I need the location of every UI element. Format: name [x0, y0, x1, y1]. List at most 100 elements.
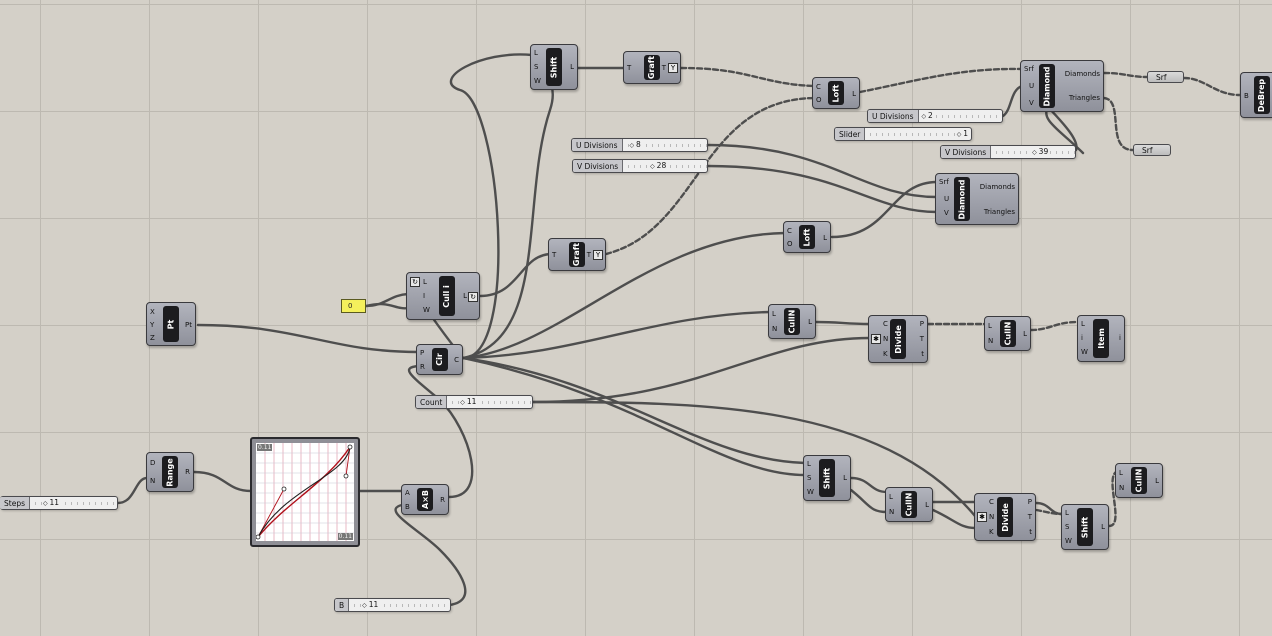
diamond-mid-input-u[interactable]: U: [944, 195, 950, 203]
cull-nth-component-1[interactable]: CullN L N L: [768, 304, 816, 339]
shift-right-input-s[interactable]: S: [1065, 523, 1070, 531]
slider-value[interactable]: 28: [649, 161, 668, 170]
divide-2-output-t-param[interactable]: t: [1029, 528, 1032, 536]
slider-value[interactable]: 8: [628, 140, 642, 149]
pt-output-pt[interactable]: Pt: [185, 321, 192, 329]
divide-2-input-n[interactable]: N: [989, 513, 995, 521]
cull-nth-2-output-l[interactable]: L: [1023, 330, 1027, 338]
count-slider[interactable]: Count 11: [415, 395, 533, 409]
pt-component[interactable]: Pt X Y Z Pt: [146, 302, 196, 346]
slider-value[interactable]: 39: [1031, 147, 1050, 156]
cull-index-input-l[interactable]: L: [423, 278, 427, 286]
cull-nth-1-output-l[interactable]: L: [808, 318, 812, 326]
cull-nth-2-input-l[interactable]: L: [988, 322, 992, 330]
divide-2-output-t[interactable]: T: [1027, 513, 1032, 521]
divide-1-output-t[interactable]: T: [919, 335, 924, 343]
slider-track[interactable]: 11: [349, 599, 450, 611]
item-output-i[interactable]: i: [1119, 334, 1121, 342]
pt-input-y[interactable]: Y: [150, 321, 155, 329]
range-input-n[interactable]: N: [150, 477, 156, 485]
shift-top-input-w[interactable]: W: [534, 77, 541, 85]
circle-input-r[interactable]: R: [420, 363, 425, 371]
surface-param-2[interactable]: Srf: [1133, 144, 1171, 156]
diamond-mid-output-triangles[interactable]: Triangles: [983, 208, 1015, 216]
graft-mid-input-t[interactable]: T: [552, 251, 557, 259]
diamond-top-input-u[interactable]: U: [1029, 82, 1035, 90]
loft-top-output-l[interactable]: L: [852, 90, 856, 98]
slider-value[interactable]: 11: [41, 498, 61, 507]
list-item-component[interactable]: Item L i W i: [1077, 315, 1125, 362]
cull-index-component[interactable]: Cull i L I W L ↻ ↻: [406, 272, 480, 320]
graft-mid-output-t[interactable]: T: [586, 251, 591, 259]
number-panel[interactable]: 0: [341, 299, 366, 313]
cull-index-input-i[interactable]: I: [423, 292, 426, 300]
circle-component[interactable]: Cir P R C: [416, 344, 463, 375]
diamond-top-output-triangles[interactable]: Triangles: [1068, 94, 1100, 102]
slider-track[interactable]: 11: [29, 497, 117, 509]
cull-nth-3-input-n[interactable]: N: [889, 508, 895, 516]
graft-component-mid[interactable]: Graft T T Y: [548, 238, 606, 271]
debrep-input-b[interactable]: B: [1244, 92, 1249, 100]
cull-nth-2-input-n[interactable]: N: [988, 337, 994, 345]
diamond-mid-input-v[interactable]: V: [944, 209, 949, 217]
v-divisions-slider-mid[interactable]: V Divisions 28: [572, 159, 708, 173]
cull-nth-component-3[interactable]: CullN L N L: [885, 487, 933, 522]
range-output-r[interactable]: R: [185, 468, 190, 476]
graph-mapper-canvas[interactable]: [256, 443, 354, 541]
surface-param-1[interactable]: Srf: [1147, 71, 1184, 83]
loft-top-input-o[interactable]: O: [816, 96, 822, 104]
loft-top-input-c[interactable]: C: [816, 83, 821, 91]
pt-input-x[interactable]: X: [150, 308, 155, 316]
divide-2-output-p[interactable]: P: [1027, 498, 1032, 506]
slider-track[interactable]: 11: [447, 396, 532, 408]
divide-2-input-k[interactable]: K: [989, 528, 994, 536]
cull-nth-1-input-l[interactable]: L: [772, 310, 776, 318]
graft-top-input-t[interactable]: T: [627, 64, 632, 72]
cull-nth-4-input-l[interactable]: L: [1119, 469, 1123, 477]
slider-track[interactable]: 2: [918, 110, 1002, 122]
diamond-top-input-v[interactable]: V: [1029, 99, 1034, 107]
deconstruct-brep-component[interactable]: DeBrep B: [1240, 72, 1272, 118]
slider-value[interactable]: 11: [459, 397, 478, 406]
slider-track[interactable]: 28: [623, 160, 707, 172]
multiplication-input-b[interactable]: B: [405, 503, 410, 511]
slider-value[interactable]: 1: [955, 129, 969, 138]
shift-list-component-bottom[interactable]: Shift L S W L: [803, 455, 851, 501]
loft-mid-output-l[interactable]: L: [823, 234, 827, 242]
diamond-top-output-diamonds[interactable]: Diamonds: [1064, 70, 1100, 78]
slider-track[interactable]: 8: [622, 139, 707, 151]
shift-list-component-top[interactable]: Shift L S W L: [530, 44, 578, 90]
divide-1-output-t-param[interactable]: t: [921, 350, 924, 358]
graph-mapper[interactable]: 0.11 0.11: [250, 437, 360, 547]
shift-right-output-l[interactable]: L: [1101, 523, 1105, 531]
loft-mid-input-c[interactable]: C: [787, 227, 792, 235]
divide-curve-component-2[interactable]: Divide C N K P T t ✱: [974, 493, 1036, 541]
loft-mid-input-o[interactable]: O: [787, 240, 793, 248]
shift-top-input-s[interactable]: S: [534, 63, 539, 71]
item-input-w[interactable]: W: [1081, 348, 1088, 356]
range-component[interactable]: Range D N R: [146, 452, 194, 492]
slider-1[interactable]: Slider 1: [834, 127, 972, 141]
slider-track[interactable]: 39: [991, 146, 1075, 158]
loft-component-top[interactable]: Loft C O L: [812, 77, 860, 109]
cull-nth-1-input-n[interactable]: N: [772, 325, 778, 333]
multiplication-input-a[interactable]: A: [405, 489, 410, 497]
multiplication-output-r[interactable]: R: [440, 496, 445, 504]
circle-output-c[interactable]: C: [454, 356, 459, 364]
divide-1-input-n[interactable]: N: [883, 335, 889, 343]
v-divisions-slider-top[interactable]: V Divisions 39: [940, 145, 1076, 159]
steps-slider[interactable]: Steps 11: [0, 496, 118, 510]
diamond-mid-output-diamonds[interactable]: Diamonds: [979, 183, 1015, 191]
divide-1-input-k[interactable]: K: [883, 350, 888, 358]
shift-top-output-l[interactable]: L: [570, 63, 574, 71]
u-divisions-slider-top[interactable]: U Divisions 2: [867, 109, 1003, 123]
divide-1-input-c[interactable]: C: [883, 320, 888, 328]
shift-bottom-input-w[interactable]: W: [807, 488, 814, 496]
u-divisions-slider-mid[interactable]: U Divisions 8: [571, 138, 708, 152]
pt-input-z[interactable]: Z: [150, 334, 155, 342]
diamond-panels-component-top[interactable]: Diamond Srf U V Diamonds Triangles: [1020, 60, 1104, 112]
b-slider[interactable]: B 11: [334, 598, 451, 612]
graft-top-output-t[interactable]: T: [661, 64, 666, 72]
cull-nth-3-input-l[interactable]: L: [889, 493, 893, 501]
shift-right-input-w[interactable]: W: [1065, 537, 1072, 545]
